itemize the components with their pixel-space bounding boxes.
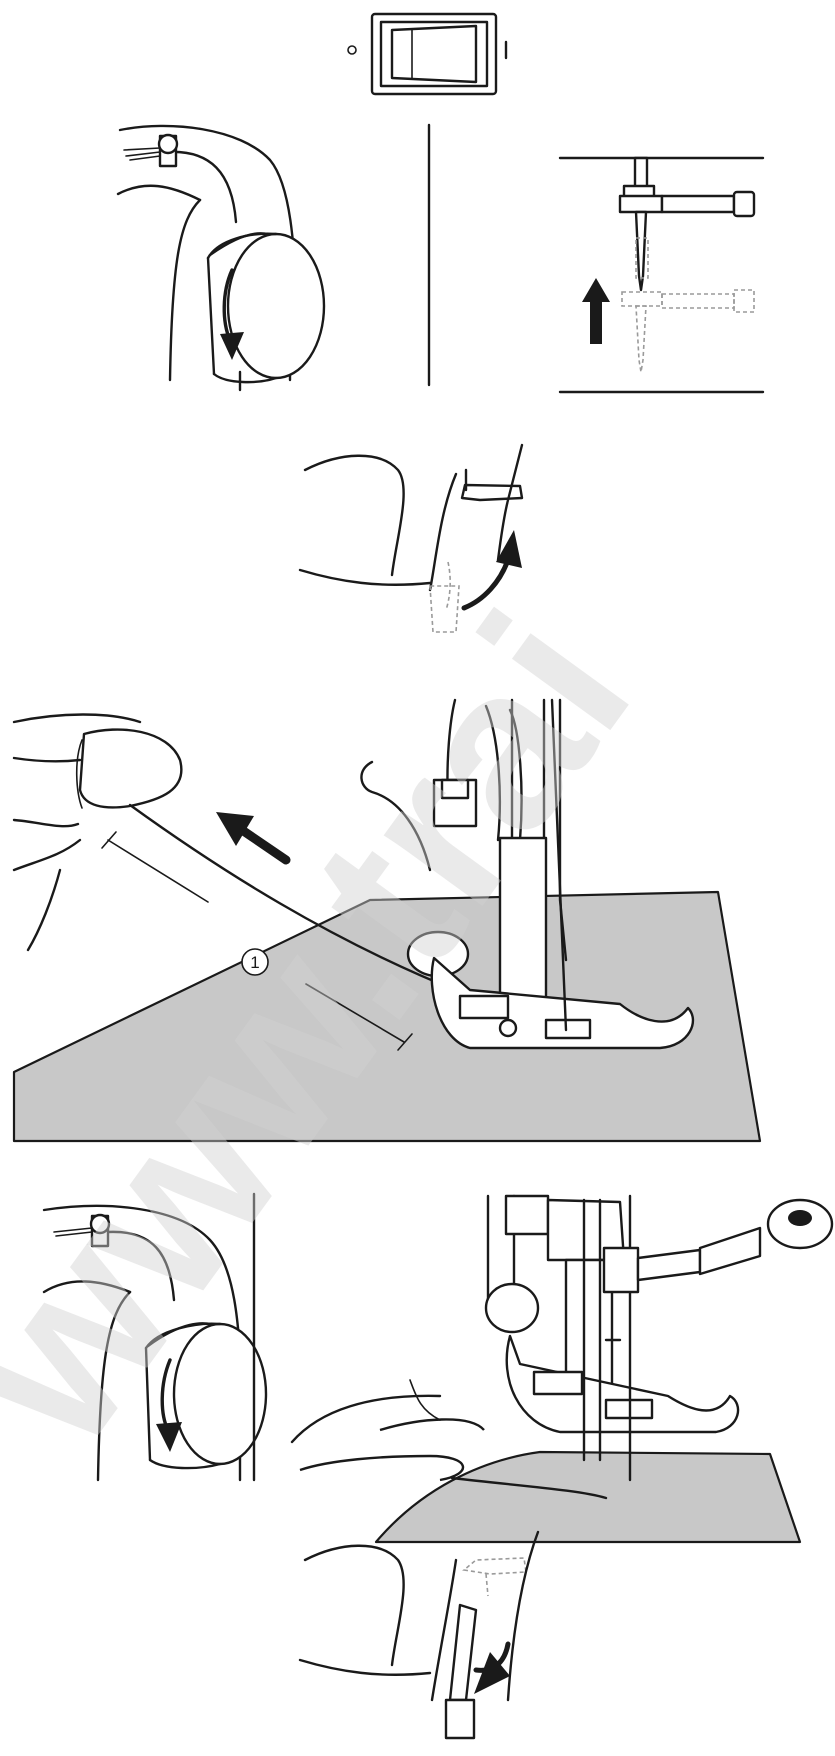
handwheel-toward-icon <box>118 126 324 390</box>
switch-off-mark <box>348 46 356 54</box>
presser-foot-lever-down-icon <box>300 1532 538 1738</box>
lower-needle-into-fabric-icon <box>292 1196 832 1542</box>
needle-raise-icon <box>560 158 763 392</box>
switch-rocker <box>392 26 476 82</box>
power-switch-icon <box>348 14 506 94</box>
